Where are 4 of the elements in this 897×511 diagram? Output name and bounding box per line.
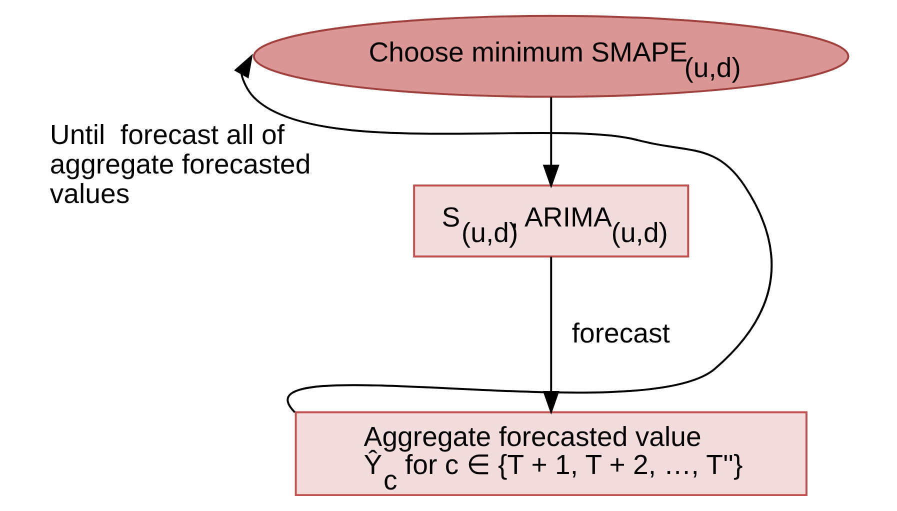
arrow bbox=[542, 97, 559, 188]
edge-label: forecast bbox=[571, 318, 670, 349]
arrow bbox=[234, 54, 772, 413]
edge-label: Until forecast all of aggregate forecasted values bbox=[49, 118, 310, 210]
